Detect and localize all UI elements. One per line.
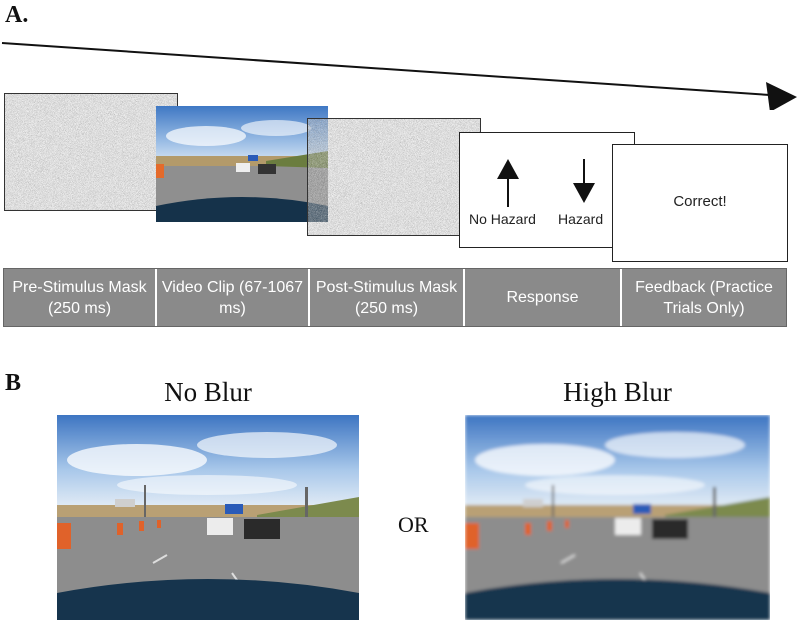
no-blur-road-image [57, 415, 359, 620]
high-blur-road-image [465, 415, 770, 620]
up-arrow-icon [497, 159, 519, 207]
feedback-frame: Correct! [612, 144, 788, 262]
step-label-video-clip: Video Clip (67-1067 ms) [157, 269, 310, 326]
hazard-label: Hazard [558, 211, 604, 227]
step-label-pre-mask: Pre-Stimulus Mask (250 ms) [4, 269, 157, 326]
post-stimulus-mask-frame [307, 118, 481, 236]
no-blur-title: No Blur [164, 377, 252, 407]
response-frame: No Hazard Hazard [459, 132, 635, 248]
panel-a-letter: A. [5, 2, 29, 28]
step-label-feedback: Feedback (Practice Trials Only) [635, 278, 773, 317]
step-label-response: Response [465, 269, 622, 326]
no-hazard-label: No Hazard [469, 211, 536, 227]
high-blur-title: High Blur [563, 377, 672, 407]
timeline-arrow [1, 42, 797, 110]
down-arrow-icon [573, 159, 595, 203]
or-separator: OR [398, 512, 429, 537]
pre-stimulus-mask-frame [4, 93, 178, 211]
timeline-label-bar: Pre-Stimulus Mask (250 ms) Video Clip (6… [3, 268, 787, 327]
step-label-post-mask: Post-Stimulus Mask (250 ms) [310, 269, 465, 326]
feedback-text: Correct! [673, 193, 727, 210]
video-clip-frame [156, 106, 328, 222]
panel-b-letter: B [5, 370, 22, 396]
